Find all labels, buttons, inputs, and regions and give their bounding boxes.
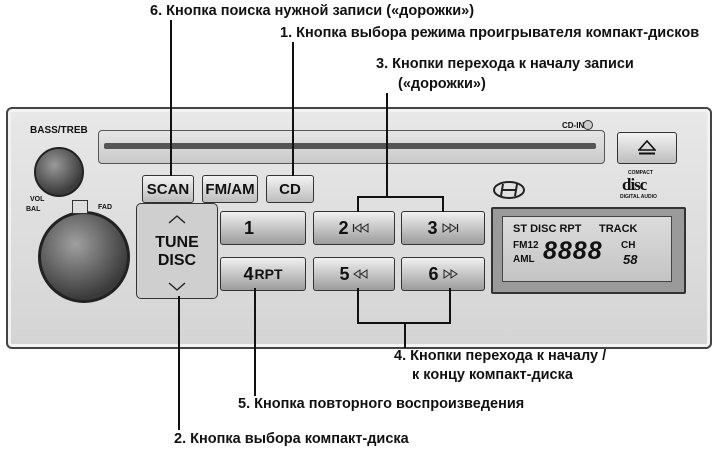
lcd-small-digits: 58	[623, 252, 638, 267]
disc-label: DISC	[157, 252, 197, 269]
lcd-track-label: TRACK	[599, 223, 638, 235]
leader-line-4-left	[357, 288, 359, 324]
leader-line-3-right	[442, 196, 444, 212]
callout-4-line1: 4. Кнопки перехода к началу /	[394, 348, 607, 364]
cd-in-indicator	[583, 120, 593, 130]
callout-1: 1. Кнопка выбора режима проигрывателя ко…	[280, 25, 700, 41]
leader-line-3-left	[357, 196, 359, 212]
lcd-aml-label: AML	[513, 254, 535, 265]
callout-4-line2: к концу компакт-диска	[412, 367, 573, 383]
lcd-screen	[502, 216, 672, 282]
lcd-ch-label: CH	[621, 240, 636, 251]
callout-6: 6. Кнопка поиска нужной записи («дорожки…	[150, 3, 475, 19]
preset-2-label: 2	[338, 217, 349, 238]
callout-2: 2. Кнопка выбора компакт-диска	[174, 431, 409, 447]
chevron-down-icon	[168, 282, 186, 291]
preset-4-rpt-button[interactable]: 4 RPT	[220, 257, 306, 291]
preset-6-label: 6	[428, 263, 439, 284]
skip-forward-icon	[442, 223, 458, 233]
callout-3-line1: 3. Кнопки перехода к началу записи	[376, 56, 634, 72]
skip-back-icon	[352, 223, 368, 233]
lcd-band-label: FM12	[513, 240, 539, 251]
knob-tab	[72, 200, 88, 214]
bass-treb-label: BASS/TREB	[30, 125, 88, 136]
fast-forward-icon	[443, 269, 458, 279]
eject-button[interactable]	[617, 132, 677, 164]
preset-1-label: 1	[243, 217, 254, 238]
cd-button[interactable]: CD	[266, 175, 314, 203]
preset-3-button[interactable]: 3	[401, 211, 485, 245]
preset-3-label: 3	[427, 217, 438, 238]
chevron-up-icon	[168, 215, 186, 224]
leader-line-5	[254, 288, 256, 396]
callout-3-line2: («дорожки»)	[398, 76, 486, 92]
cd-in-label: CD-IN	[562, 121, 585, 130]
callout-5: 5. Кнопка повторного воспроизведения	[238, 396, 525, 412]
preset-2-button[interactable]: 2	[313, 211, 395, 245]
cd-slot-opening	[104, 143, 596, 149]
preset-5-label: 5	[339, 263, 350, 284]
bass-treb-knob[interactable]	[34, 147, 84, 197]
leader-line-1	[292, 42, 294, 176]
fad-label: FAD	[98, 204, 112, 211]
scan-button[interactable]: SCAN	[142, 175, 194, 203]
eject-icon	[638, 140, 656, 155]
tune-label: TUNE	[155, 234, 199, 251]
leader-line-4-stem	[404, 322, 406, 348]
rewind-icon	[352, 269, 367, 279]
leader-line-6	[170, 20, 172, 176]
tune-disc-rocker[interactable]: TUNE DISC	[136, 203, 218, 299]
preset-6-button[interactable]: 6	[401, 257, 485, 291]
lcd-status-text: ST DISC RPT	[513, 223, 582, 235]
leader-line-4-right	[449, 288, 451, 324]
lcd-main-digits: 8888	[543, 237, 603, 265]
leader-line-2	[178, 296, 180, 430]
preset-1-button[interactable]: 1	[220, 211, 306, 245]
bal-label: BAL	[26, 206, 41, 213]
preset-5-button[interactable]: 5	[313, 257, 395, 291]
fm-am-button[interactable]: FM/AM	[202, 175, 258, 203]
hyundai-logo-icon	[493, 181, 525, 199]
volume-knob[interactable]	[38, 211, 130, 303]
preset-4-label: 4	[243, 263, 254, 284]
leader-line-3-stem	[386, 93, 388, 197]
rpt-label: RPT	[254, 266, 283, 282]
leader-line-3-bar	[357, 196, 444, 198]
vol-label: VOL	[30, 196, 45, 203]
compact-disc-logo: COMPACT disc DIGITAL AUDIO	[620, 170, 657, 200]
